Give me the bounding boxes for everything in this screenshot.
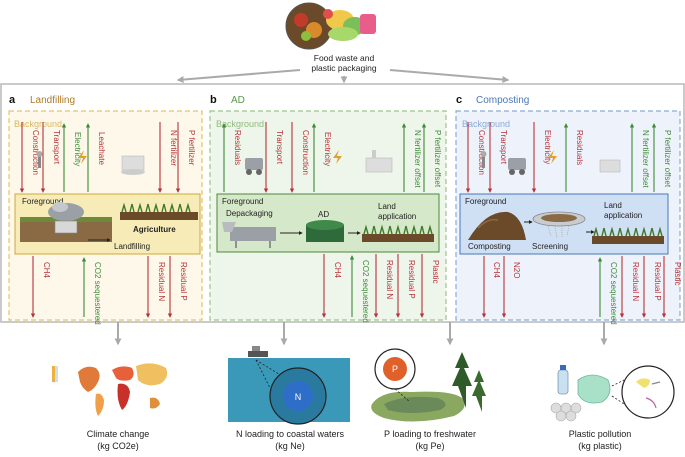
panel-b-foreground-label: Foreground [222,197,263,206]
panel-a-input-transport: Transport [52,130,61,165]
food-waste-illustration [285,2,376,50]
panel-a-input-electricity: Electricity [73,132,82,166]
panel-a-background-icons [36,150,145,175]
panel-a-input-p-fertilizer: P fertilizer [187,130,196,166]
panel-b-input-transport: Transport [275,130,284,165]
impact-n-line1: N loading to coastal waters [236,429,345,439]
land-application-b-illustration [362,224,434,242]
panel-b-title: AD [231,95,245,106]
plastic-pollution-illustration [550,365,675,422]
panel-b-process-ad: AD [318,210,329,219]
coastal-water-illustration [228,346,350,425]
panel-c-input-transport: Transport [499,130,508,165]
panel-a-output-co2: CO2 sequestered [93,262,102,325]
panel-b-input-electricity: Electricity [323,132,332,166]
impact-p-line1: P loading to freshwater [384,429,476,439]
panel-a-input-construction: Construction [31,130,40,175]
panel-c-process-land-2: application [604,211,642,220]
impact-climate-line1: Climate change [87,429,150,439]
panel-a-process-landfilling: Landfilling [114,242,150,251]
panel-a-output-residual-p: Residual P [179,262,188,301]
digester-illustration [306,220,344,242]
agriculture-illustration [120,202,198,220]
panel-b-input-construction: Construction [301,130,310,175]
panel-b-process-land-2: application [378,212,416,221]
n-icon-letter: N [295,392,302,402]
panel-b-output-ch4: CH4 [333,262,342,279]
panel-b-background-label: Background [216,119,264,129]
panel-c-output-residual-n: Residual N [631,262,640,301]
split-arrows [176,69,510,84]
panel-c-output-plastic: Plastic [673,262,682,286]
panel-c-letter: c [456,94,462,106]
landfill-illustration [20,202,112,242]
panel-a-output-arrows [30,256,173,318]
impact-climate-line2: (kg CO2e) [97,441,139,451]
panel-b-process-land-1: Land [378,202,396,211]
world-map-illustration [52,363,168,416]
panel-c-output-co2: CO2 sequestered [609,262,618,325]
panel-c-output-n2o: N2O [512,262,521,278]
panel-c-input-residuals: Residuals [575,130,584,165]
panel-a-input-leachate: Leachate [97,132,106,165]
panel-c-input-electricity: Electricity [543,130,552,164]
panel-b-input-arrows [221,122,427,193]
panel-c-process-screening: Screening [532,242,568,251]
impact-plastic-line2: (kg plastic) [578,441,622,451]
impact-n-line2: (kg Ne) [275,441,305,451]
panel-b-output-residual-p: Residual P [407,260,416,299]
panel-a-foreground-label: Foreground [22,197,63,206]
panel-a-output-residual-n: Residual N [157,262,166,301]
source-label-line2: plastic packaging [311,63,376,73]
compost-pile-illustration [468,211,526,240]
system-boundary-frame [0,83,685,323]
panel-a-title: Landfilling [30,95,75,106]
panel-b-input-p-offset: P fertilizer offset [433,130,442,188]
panel-c-process-composting: Composting [468,242,511,251]
panel-b-output-plastic: Plastic [431,260,440,284]
panel-a-input-n-fertilizer: N fertilizer [169,130,178,166]
freshwater-lake-illustration [371,348,486,422]
panel-b-output-co2: CO2 sequestered [361,260,370,323]
panel-a-process-agriculture: Agriculture [133,225,176,234]
panel-c-input-p-offset: P fertilizer offset [663,130,672,188]
panel-b-letter: b [210,94,217,106]
source-label-line1: Food waste and [314,53,375,63]
panel-landfilling: a Landfilling Background Foreground Agri… [8,94,203,325]
panel-c-output-residual-p: Residual P [653,262,662,301]
panel-c-foreground-label: Foreground [465,197,506,206]
panel-composting: c Composting Background Foreground Land … [455,94,682,325]
panel-a-background-label: Background [14,119,62,129]
panel-b-input-residuals: Residuals [233,130,242,165]
screen-illustration [532,211,586,239]
panel-c-process-land-1: Land [604,201,622,210]
impact-plastic-line1: Plastic pollution [569,429,632,439]
panel-c-background-icons [480,150,621,175]
panel-a-output-ch4: CH4 [42,262,51,279]
panel-ad: b AD Background Foreground Depackaging A… [209,94,447,323]
panel-c-input-arrows [465,122,657,193]
panel-c-output-ch4: CH4 [492,262,501,279]
panel-b-output-arrows [321,254,425,318]
panel-b-process-depackaging: Depackaging [226,209,273,218]
panel-b-input-n-offset: N fertilizer offset [413,130,422,188]
panel-b-output-residual-n: Residual N [385,260,394,299]
depackager-illustration [222,222,276,248]
panel-c-input-n-offset: N fertilizer offset [641,130,650,188]
panel-c-title: Composting [476,95,529,106]
panel-c-output-arrows [481,256,667,318]
panel-b-background-icons [245,150,393,175]
land-application-c-illustration [592,226,664,244]
impact-p-line2: (kg Pe) [415,441,444,451]
p-icon-letter: P [392,364,398,374]
panel-c-background-label: Background [462,119,510,129]
panel-a-input-arrows [19,122,181,193]
impact-arrows [114,322,608,346]
panel-a-letter: a [9,94,16,106]
